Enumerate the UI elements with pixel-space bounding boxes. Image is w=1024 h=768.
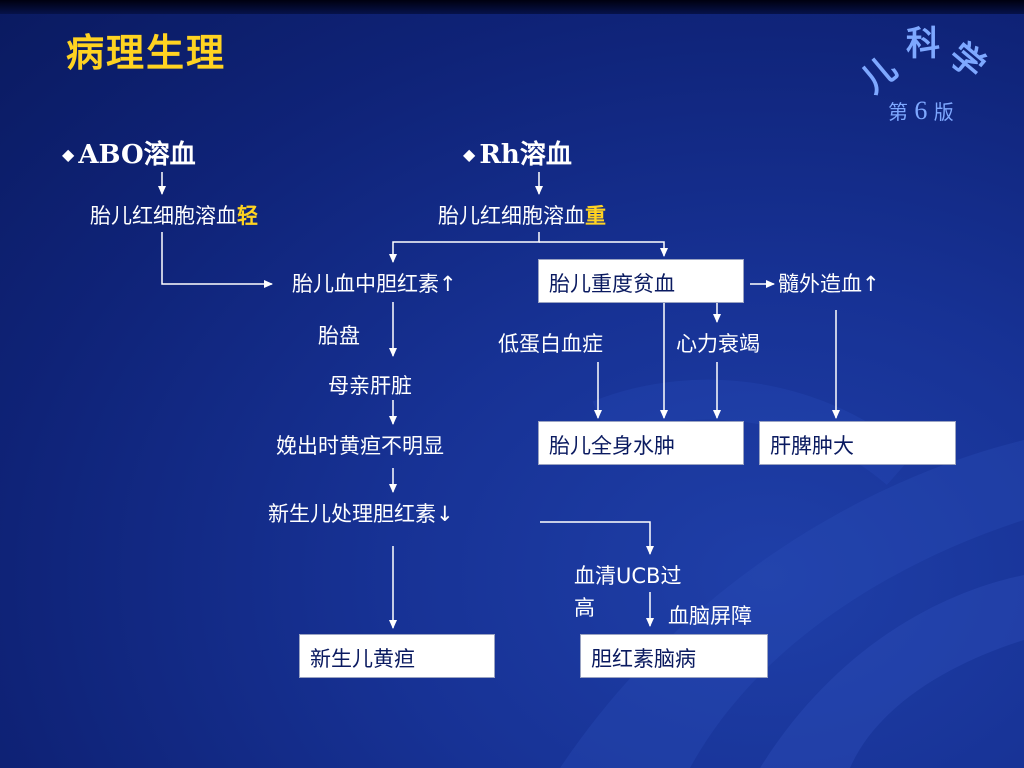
neonatal-bilirubin-label: 新生儿处理胆红素↓ (268, 502, 454, 526)
top-bar (0, 0, 1024, 14)
page-title: 病理生理 (66, 31, 227, 75)
maternal-liver-label: 母亲肝脏 (328, 374, 412, 398)
hepatosplenomegaly-box: 肝脾肿大 (759, 421, 956, 465)
abo-hemolysis-emph: 轻 (237, 204, 258, 228)
edition-number: 6 (914, 96, 928, 125)
textbook-logo: 儿 科 学 (853, 14, 998, 101)
logo-char-3: 学 (940, 34, 993, 88)
fetal-bilirubin-label: 胎儿血中胆红素↑ (292, 272, 457, 296)
bbb-label: 血脑屏障 (668, 604, 752, 628)
extramedullary-label: 髓外造血↑ (778, 272, 880, 296)
abo-hemolysis: 胎儿红细胞溶血轻 (90, 200, 258, 230)
neonatal-jaundice-box: 新生儿黄疸 (299, 634, 495, 678)
hypoproteinemia-label: 低蛋白血症 (498, 332, 603, 356)
edition-suffix: 版 (933, 100, 954, 124)
heading-abo-label: ABO溶血 (78, 140, 196, 170)
heading-abo: ◆ABO溶血 (62, 134, 196, 171)
ucb-high-label-1: 血清UCB过 (574, 564, 682, 588)
rh-hemolysis-prefix: 胎儿红细胞溶血 (438, 204, 585, 228)
logo-char-2: 科 (906, 24, 940, 64)
hydrops-box: 胎儿全身水肿 (538, 421, 744, 465)
severe-anemia-box: 胎儿重度贫血 (538, 259, 744, 303)
bullet-icon: ◆ (463, 145, 476, 164)
rh-hemolysis: 胎儿红细胞溶血重 (438, 200, 606, 230)
rh-hemolysis-emph: 重 (585, 204, 606, 228)
edition-prefix: 第 (888, 100, 908, 124)
kernicterus-box: 胆红素脑病 (580, 634, 768, 678)
placenta-label: 胎盘 (318, 324, 360, 348)
abo-hemolysis-prefix: 胎儿红细胞溶血 (90, 204, 237, 228)
heart-failure-label: 心力衰竭 (676, 332, 760, 356)
edition-label: 第 6 版 (888, 96, 954, 126)
bullet-icon: ◆ (62, 145, 75, 164)
heading-rh: ◆Rh溶血 (463, 134, 572, 171)
jaundice-unclear-label: 娩出时黄疸不明显 (276, 434, 444, 458)
heading-rh-label: Rh溶血 (479, 140, 572, 170)
ucb-high-label-2: 高 (574, 596, 595, 620)
